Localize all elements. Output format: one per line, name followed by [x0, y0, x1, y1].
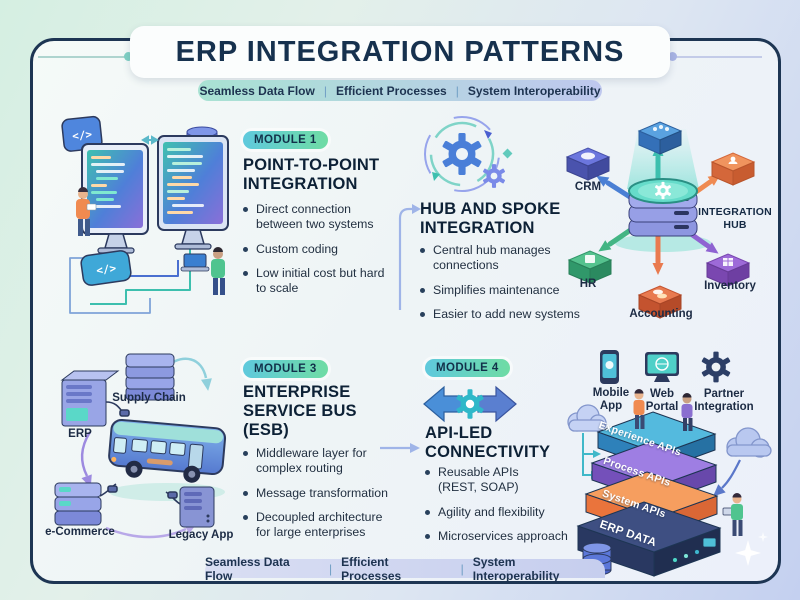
- flow-connector-arrow: [398, 204, 421, 310]
- ecommerce-label: e-Commerce: [45, 526, 115, 538]
- bullet-item: Direct connection between two systems: [243, 202, 395, 233]
- monitor-right-icon: [157, 135, 229, 250]
- banner-item: Efficient Processes: [341, 554, 402, 583]
- flow-connector-arrow: [380, 443, 420, 453]
- mobile-app-label: Mobile App: [592, 387, 630, 412]
- title-dot-right: [668, 52, 677, 61]
- bullet-item: Easier to add new systems: [420, 307, 596, 322]
- bullet-item: Simplifies maintenance: [420, 283, 596, 298]
- bullet-item: Custom coding: [243, 242, 395, 257]
- banner-item: Efficient Processes: [335, 83, 447, 98]
- mobile-app-icon: [600, 350, 619, 384]
- partner-gear-icon: [701, 351, 731, 383]
- crm-node-icon: [565, 147, 611, 181]
- banner-separator: |: [329, 561, 333, 576]
- hr-node-icon: [567, 250, 613, 284]
- hub-spoke-diagram: [565, 121, 756, 319]
- accounting-label: Accounting: [629, 308, 693, 320]
- bullet-item: Agility and flexibility: [425, 505, 577, 520]
- accounting-node-icon: [637, 285, 683, 319]
- banner-separator: |: [455, 83, 459, 98]
- bullet-item: Decoupled architecture for large enterpr…: [243, 510, 395, 541]
- person-figure: [681, 393, 693, 431]
- person-figure: [633, 389, 645, 429]
- api-arrows-icon: [423, 385, 517, 423]
- module3-heading: ENTERPRISE SERVICE BUS (ESB): [243, 383, 357, 440]
- banner-separator: |: [323, 83, 327, 98]
- module2-heading: HUB AND SPOKE INTEGRATION: [420, 200, 561, 238]
- banner-item: System Interoperability: [472, 554, 560, 583]
- title-dot-left: [124, 52, 133, 61]
- top-banner: Seamless Data Flow | Efficient Processes…: [198, 80, 602, 101]
- page-title: ERP INTEGRATION PATTERNS: [175, 35, 625, 68]
- title-box: ERP INTEGRATION PATTERNS: [130, 26, 670, 78]
- point-to-point-illustration: </>: [61, 115, 229, 314]
- module4-badge: MODULE 4: [425, 359, 510, 377]
- legacy-app-icon: [179, 486, 215, 528]
- cloud-icon: [567, 404, 607, 432]
- sparkle-icon: [758, 532, 768, 542]
- bullet-item: Middleware layer for complex routing: [243, 446, 395, 477]
- banner-separator: |: [460, 561, 464, 576]
- ecommerce-server-icon: [54, 482, 102, 526]
- esb-illustration: [54, 353, 227, 539]
- banner-item: Seamless Data Flow: [205, 554, 290, 583]
- bullet-item: Reusable APIs (REST, SOAP): [425, 465, 577, 496]
- hr-label: HR: [579, 278, 597, 290]
- code-tile-icon: </>: [80, 250, 132, 286]
- bullet-item: Low initial cost but hard to scale: [243, 266, 395, 297]
- integration-hub-icon: [628, 178, 698, 237]
- bullet-item: Message transformation: [243, 486, 395, 501]
- person-figure: [180, 247, 225, 295]
- users-node-icon: [637, 121, 683, 155]
- title-line-right: [672, 56, 762, 58]
- module2-bullets: Central hub manages connections Simplifi…: [420, 243, 596, 331]
- supply-chain-label: Supply Chain: [112, 392, 186, 404]
- code-tile-icon: </>: [61, 115, 103, 152]
- bullet-item: Microservices approach: [425, 529, 577, 544]
- erp-label: ERP: [68, 428, 92, 440]
- bottom-banner: Seamless Data Flow | Efficient Processes…: [205, 555, 605, 583]
- monitor-left-icon: [81, 143, 149, 254]
- inventory-label: Inventory: [704, 280, 756, 292]
- person-figure: [76, 187, 97, 236]
- web-portal-icon: [645, 352, 679, 382]
- person-figure: [722, 493, 743, 536]
- bullet-item: Central hub manages connections: [420, 243, 596, 274]
- person-node-icon: [710, 152, 756, 186]
- legacy-app-label: Legacy App: [168, 529, 234, 541]
- svg-text:</>: </>: [72, 128, 93, 143]
- inventory-node-icon: [705, 253, 751, 287]
- module4-bullets: Reusable APIs (REST, SOAP) Agility and f…: [425, 465, 577, 553]
- crm-label: CRM: [574, 181, 602, 193]
- gears-cycle-icon: [424, 116, 513, 192]
- partner-integration-label: Partner Integration: [694, 388, 754, 413]
- web-portal-label: Web Portal: [645, 388, 679, 413]
- supply-chain-icon: [125, 353, 175, 401]
- module3-badge: MODULE 3: [243, 360, 328, 378]
- module1-badge: MODULE 1: [243, 131, 328, 149]
- svg-text:</>: </>: [95, 262, 117, 278]
- erp-server-icon: [60, 370, 120, 427]
- bus-icon: [108, 418, 227, 483]
- cloud-icon: [726, 427, 772, 458]
- sync-arrow-icon: [141, 135, 159, 145]
- module1-bullets: Direct connection between two systems Cu…: [243, 202, 395, 306]
- integration-hub-label: INTEGRATION HUB: [698, 206, 772, 231]
- erp-data-layer: [576, 501, 722, 577]
- title-line-left: [38, 56, 130, 58]
- module3-bullets: Middleware layer for complex routing Mes…: [243, 446, 395, 550]
- banner-item: Seamless Data Flow: [199, 83, 315, 98]
- module4-heading: API-LED CONNECTIVITY: [425, 424, 551, 462]
- api-stack-illustration: [567, 350, 772, 577]
- banner-item: System Interoperability: [467, 83, 601, 98]
- module1-heading: POINT-TO-POINT INTEGRATION: [243, 156, 380, 194]
